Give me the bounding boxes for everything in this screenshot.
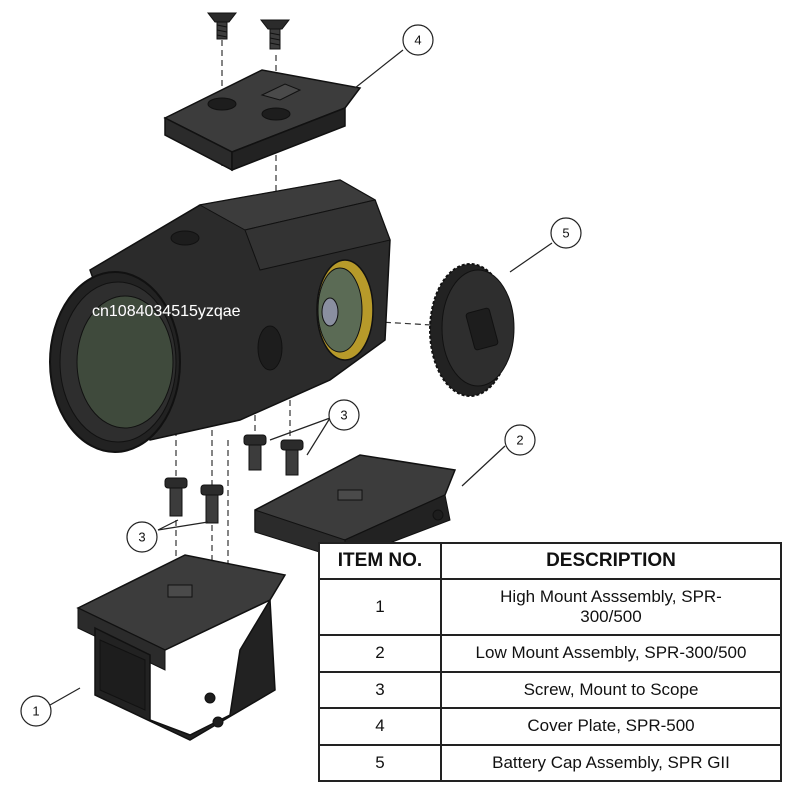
scope-body xyxy=(49,179,391,453)
item-number: 3 xyxy=(318,670,442,709)
table-row: 4 Cover Plate, SPR-500 xyxy=(318,707,782,746)
item-number: 4 xyxy=(318,707,442,746)
item-description: Screw, Mount to Scope xyxy=(440,670,782,709)
item-description: Cover Plate, SPR-500 xyxy=(440,707,782,746)
callout-3-upper-label: 3 xyxy=(340,408,347,423)
table-row: 2 Low Mount Assembly, SPR-300/500 xyxy=(318,634,782,673)
table-row: 1 High Mount Asssembly, SPR-300/500 xyxy=(318,578,782,636)
item-description: Battery Cap Assembly, SPR GII xyxy=(440,743,782,782)
lower-mount-screws xyxy=(164,477,224,524)
bill-of-materials-table: ITEM NO. DESCRIPTION 1 High Mount Asssem… xyxy=(318,542,782,782)
callout-2: 2 xyxy=(504,424,536,456)
leader-lines xyxy=(49,49,553,706)
callout-1-label: 1 xyxy=(32,704,39,719)
callout-4: 4 xyxy=(402,24,434,56)
upper-mount-screws xyxy=(243,434,304,476)
callout-5: 5 xyxy=(550,217,582,249)
item-number: 5 xyxy=(318,743,442,782)
header-item-no: ITEM NO. xyxy=(318,542,442,580)
item-number: 2 xyxy=(318,634,442,673)
item-description: Low Mount Assembly, SPR-300/500 xyxy=(440,634,782,673)
cover-plate xyxy=(163,69,362,172)
high-mount xyxy=(76,554,287,741)
table-header-row: ITEM NO. DESCRIPTION xyxy=(318,542,782,580)
callout-3-lower: 3 xyxy=(126,521,158,553)
callout-4-label: 4 xyxy=(414,33,421,48)
watermark-text: cn1084034515yzqae xyxy=(92,303,241,320)
header-description: DESCRIPTION xyxy=(440,542,782,580)
table-row: 5 Battery Cap Assembly, SPR GII xyxy=(318,743,782,782)
callout-5-label: 5 xyxy=(562,226,569,241)
top-screw-right xyxy=(259,19,291,50)
top-screw-left xyxy=(206,12,238,40)
callout-3-lower-label: 3 xyxy=(138,530,145,545)
callout-1: 1 xyxy=(20,695,52,727)
item-number: 1 xyxy=(318,578,442,636)
table-row: 3 Screw, Mount to Scope xyxy=(318,670,782,709)
item-description: High Mount Asssembly, SPR-300/500 xyxy=(440,578,782,636)
battery-cap xyxy=(429,263,515,397)
callout-3-upper: 3 xyxy=(328,399,360,431)
callout-2-label: 2 xyxy=(516,433,523,448)
